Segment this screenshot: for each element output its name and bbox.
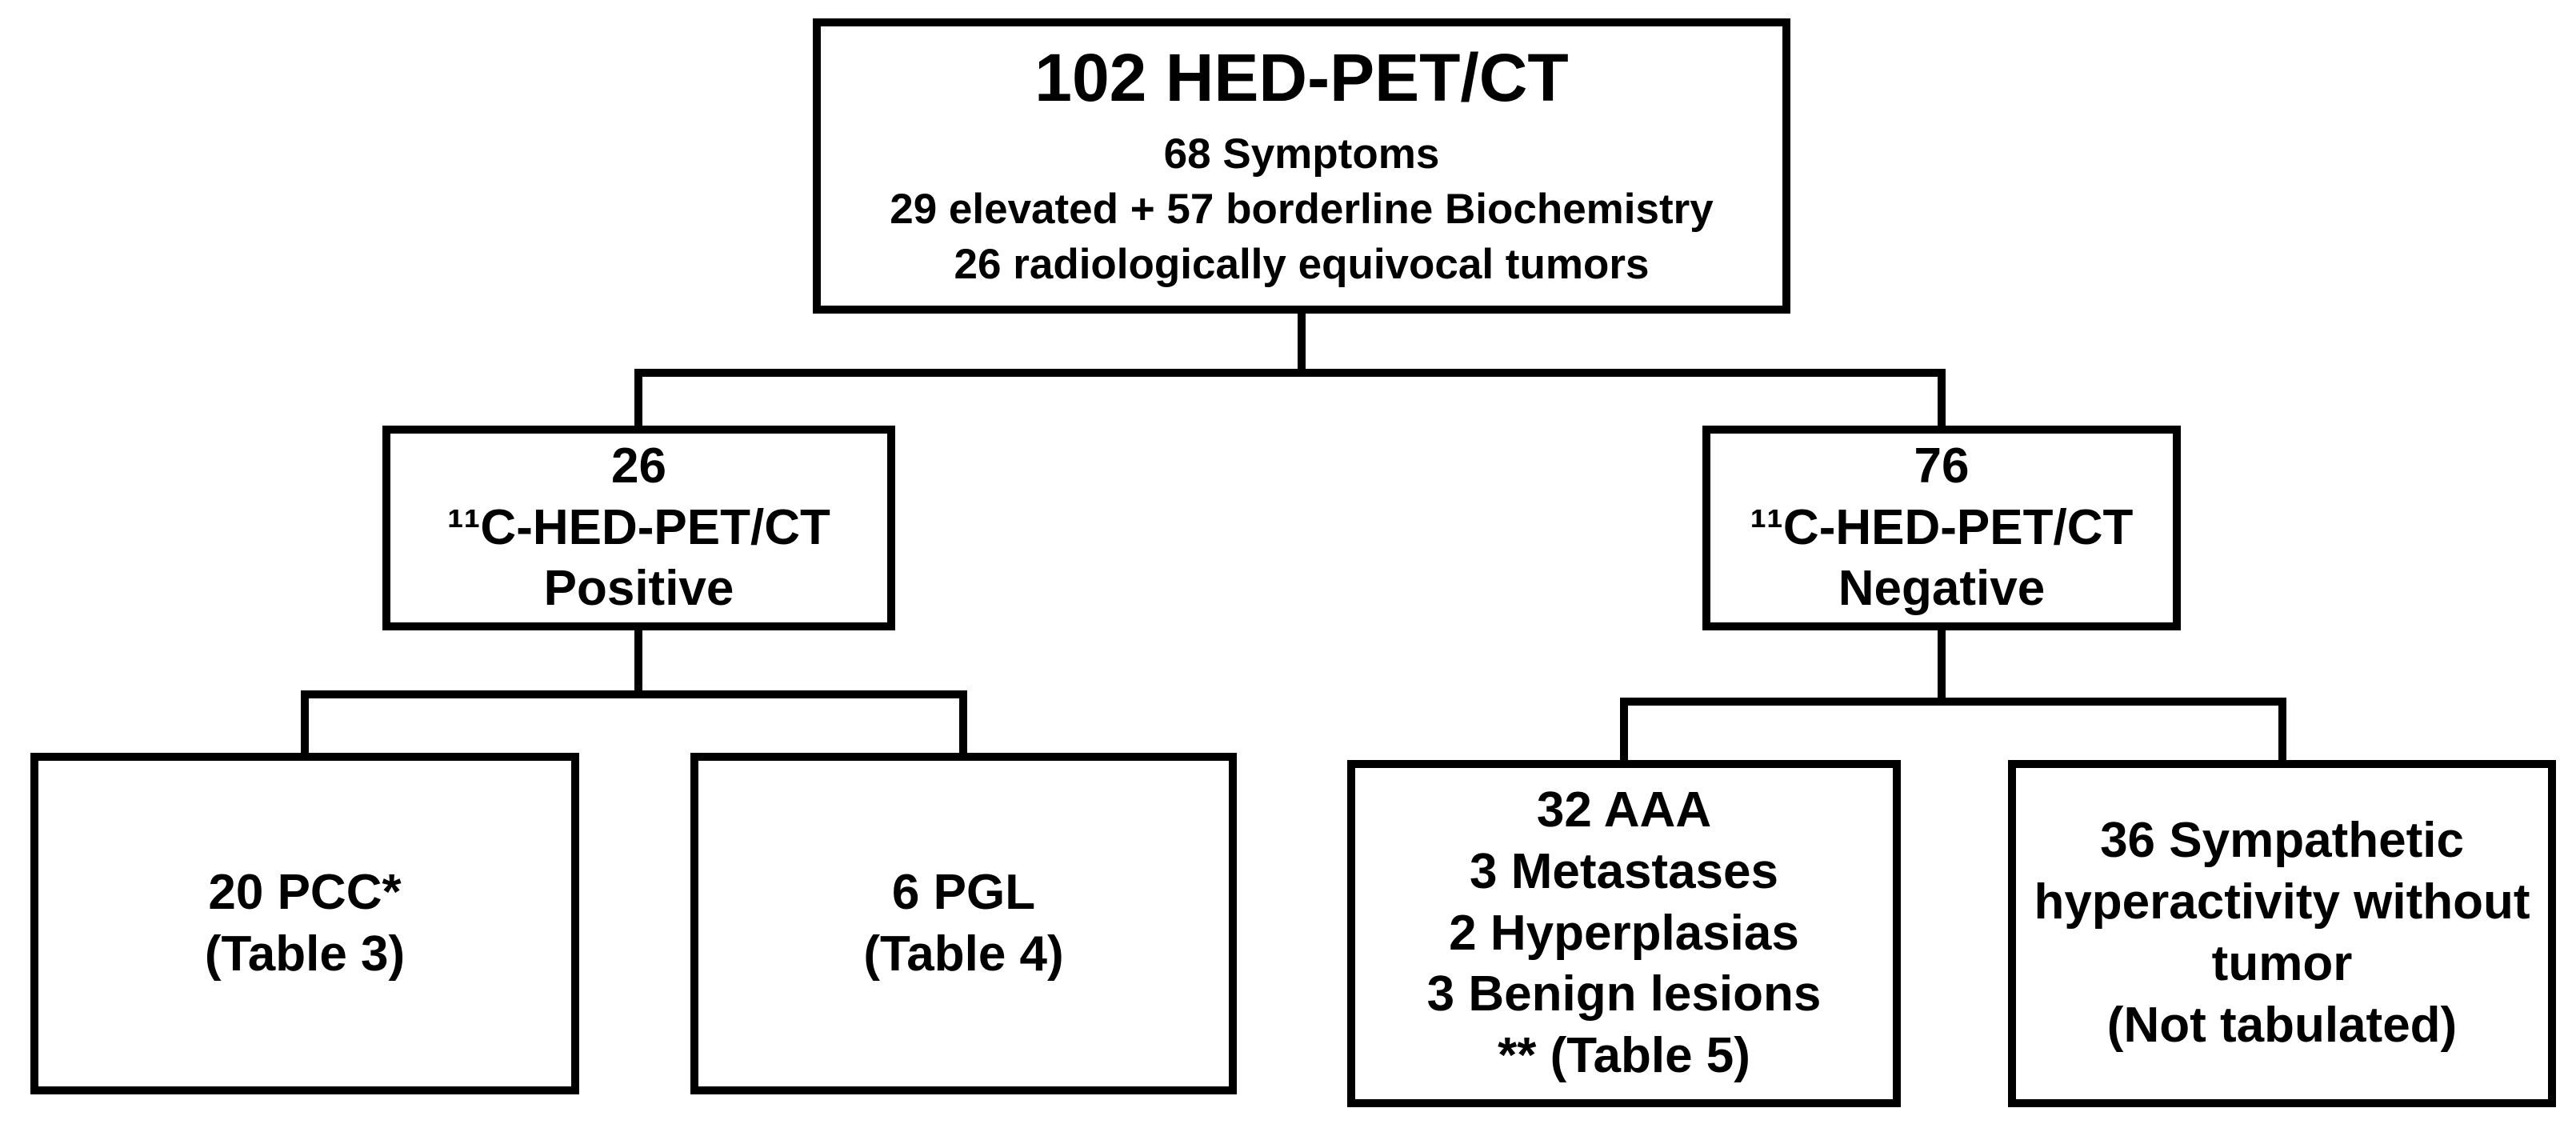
node-pgl-line-count: 6 PGL [891,864,1036,920]
connector-pgl-stem [959,694,967,758]
node-pet-positive-result: Positive [543,561,734,617]
connector-positive-horizontal [301,690,967,698]
connector-level2-horizontal [634,369,1946,377]
connector-positive-stem [634,373,642,430]
node-sympathetic: 36 Sympathetic hyperactivity without tum… [2008,760,2556,1107]
node-pet-negative: 76 ¹¹C-HED-PET/CT Negative [1702,426,2181,630]
node-pgl: 6 PGL (Table 4) [690,753,1237,1094]
node-pet-negative-result: Negative [1838,561,2046,617]
connector-negative-stem [1938,373,1946,430]
connector-negative-horizontal [1620,698,2286,706]
node-total-hed-petct: 102 HED-PET/CT 68 Symptoms 29 elevated +… [813,18,1790,314]
node-sympathetic-line-hyperactivity: hyperactivity without [2034,874,2530,930]
node-other-findings-line-table: ** (Table 5) [1498,1028,1750,1084]
node-other-findings: 32 AAA 3 Metastases 2 Hyperplasias 3 Ben… [1347,760,1901,1107]
node-pcc-line-count: 20 PCC* [208,864,402,920]
node-pet-positive-tracer: ¹¹C-HED-PET/CT [447,499,830,555]
connector-positive-down-stem [634,626,642,698]
node-other-findings-line-metastases: 3 Metastases [1469,843,1779,899]
connector-root-stem [1298,308,1306,377]
node-total-title: 102 HED-PET/CT [1034,39,1569,115]
connector-sympathetic-stem [2278,702,2286,766]
node-pcc: 20 PCC* (Table 3) [30,753,579,1094]
node-total-line-radiology: 26 radiologically equivocal tumors [954,241,1650,289]
node-pcc-line-table: (Table 3) [204,926,406,982]
node-other-findings-line-hyperplasias: 2 Hyperplasias [1449,905,1799,961]
connector-other-findings-stem [1620,702,1628,766]
node-other-findings-line-benign: 3 Benign lesions [1426,966,1822,1022]
node-sympathetic-line-tabulated: (Not tabulated) [2106,997,2458,1053]
node-pet-negative-count: 76 [1914,438,1970,494]
connector-negative-down-stem [1938,626,1946,706]
node-sympathetic-line-count: 36 Sympathetic [2100,813,2464,869]
node-sympathetic-line-tumor: tumor [2211,936,2353,991]
node-pet-negative-tracer: ¹¹C-HED-PET/CT [1750,499,2134,555]
node-other-findings-line-aaa: 32 AAA [1536,782,1712,838]
node-total-line-symptoms: 68 Symptoms [1163,130,1440,178]
node-pet-positive-count: 26 [611,438,666,494]
node-pet-positive: 26 ¹¹C-HED-PET/CT Positive [382,426,895,630]
node-pgl-line-table: (Table 4) [863,926,1064,982]
node-total-line-biochemistry: 29 elevated + 57 borderline Biochemistry [890,186,1714,234]
connector-pcc-stem [301,694,309,758]
